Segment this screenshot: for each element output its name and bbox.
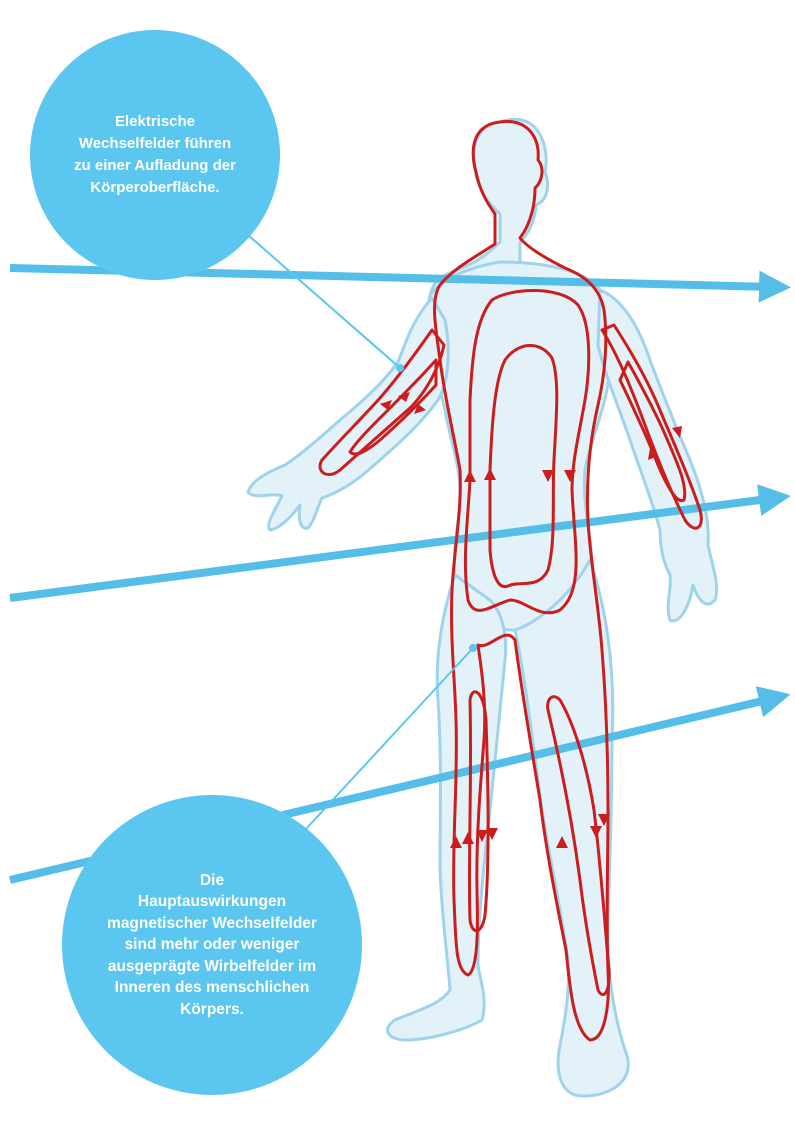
field-arrows <box>10 268 775 880</box>
callout-magnetic-line: ausgeprägte Wirbelfelder im <box>108 956 316 978</box>
left-arm <box>248 298 448 530</box>
callout-leader-top <box>240 228 400 368</box>
callout-magnetic-line: magnetischer Wechselfelder <box>107 913 317 935</box>
callout-electric-line: zu einer Aufladung der <box>74 155 236 177</box>
callout-magnetic: Die Hauptauswirkungen magnetischer Wechs… <box>62 795 362 1095</box>
callout-magnetic-line: Die <box>200 870 224 892</box>
callout-magnetic-line: Inneren des menschlichen <box>115 977 310 999</box>
callout-electric: Elektrische Wechselfelder führen zu eine… <box>30 30 280 280</box>
callout-magnetic-line: Hauptauswirkungen <box>138 891 286 913</box>
callout-magnetic-line: Körpers. <box>180 999 244 1021</box>
callout-electric-line: Körperoberfläche. <box>90 177 219 199</box>
callout-electric-line: Wechselfelder führen <box>79 133 231 155</box>
callout-magnetic-line: sind mehr oder weniger <box>125 934 300 956</box>
callout-electric-line: Elektrische <box>115 111 195 133</box>
callout-dot-top <box>396 364 404 372</box>
callout-dot-bottom <box>469 644 477 652</box>
